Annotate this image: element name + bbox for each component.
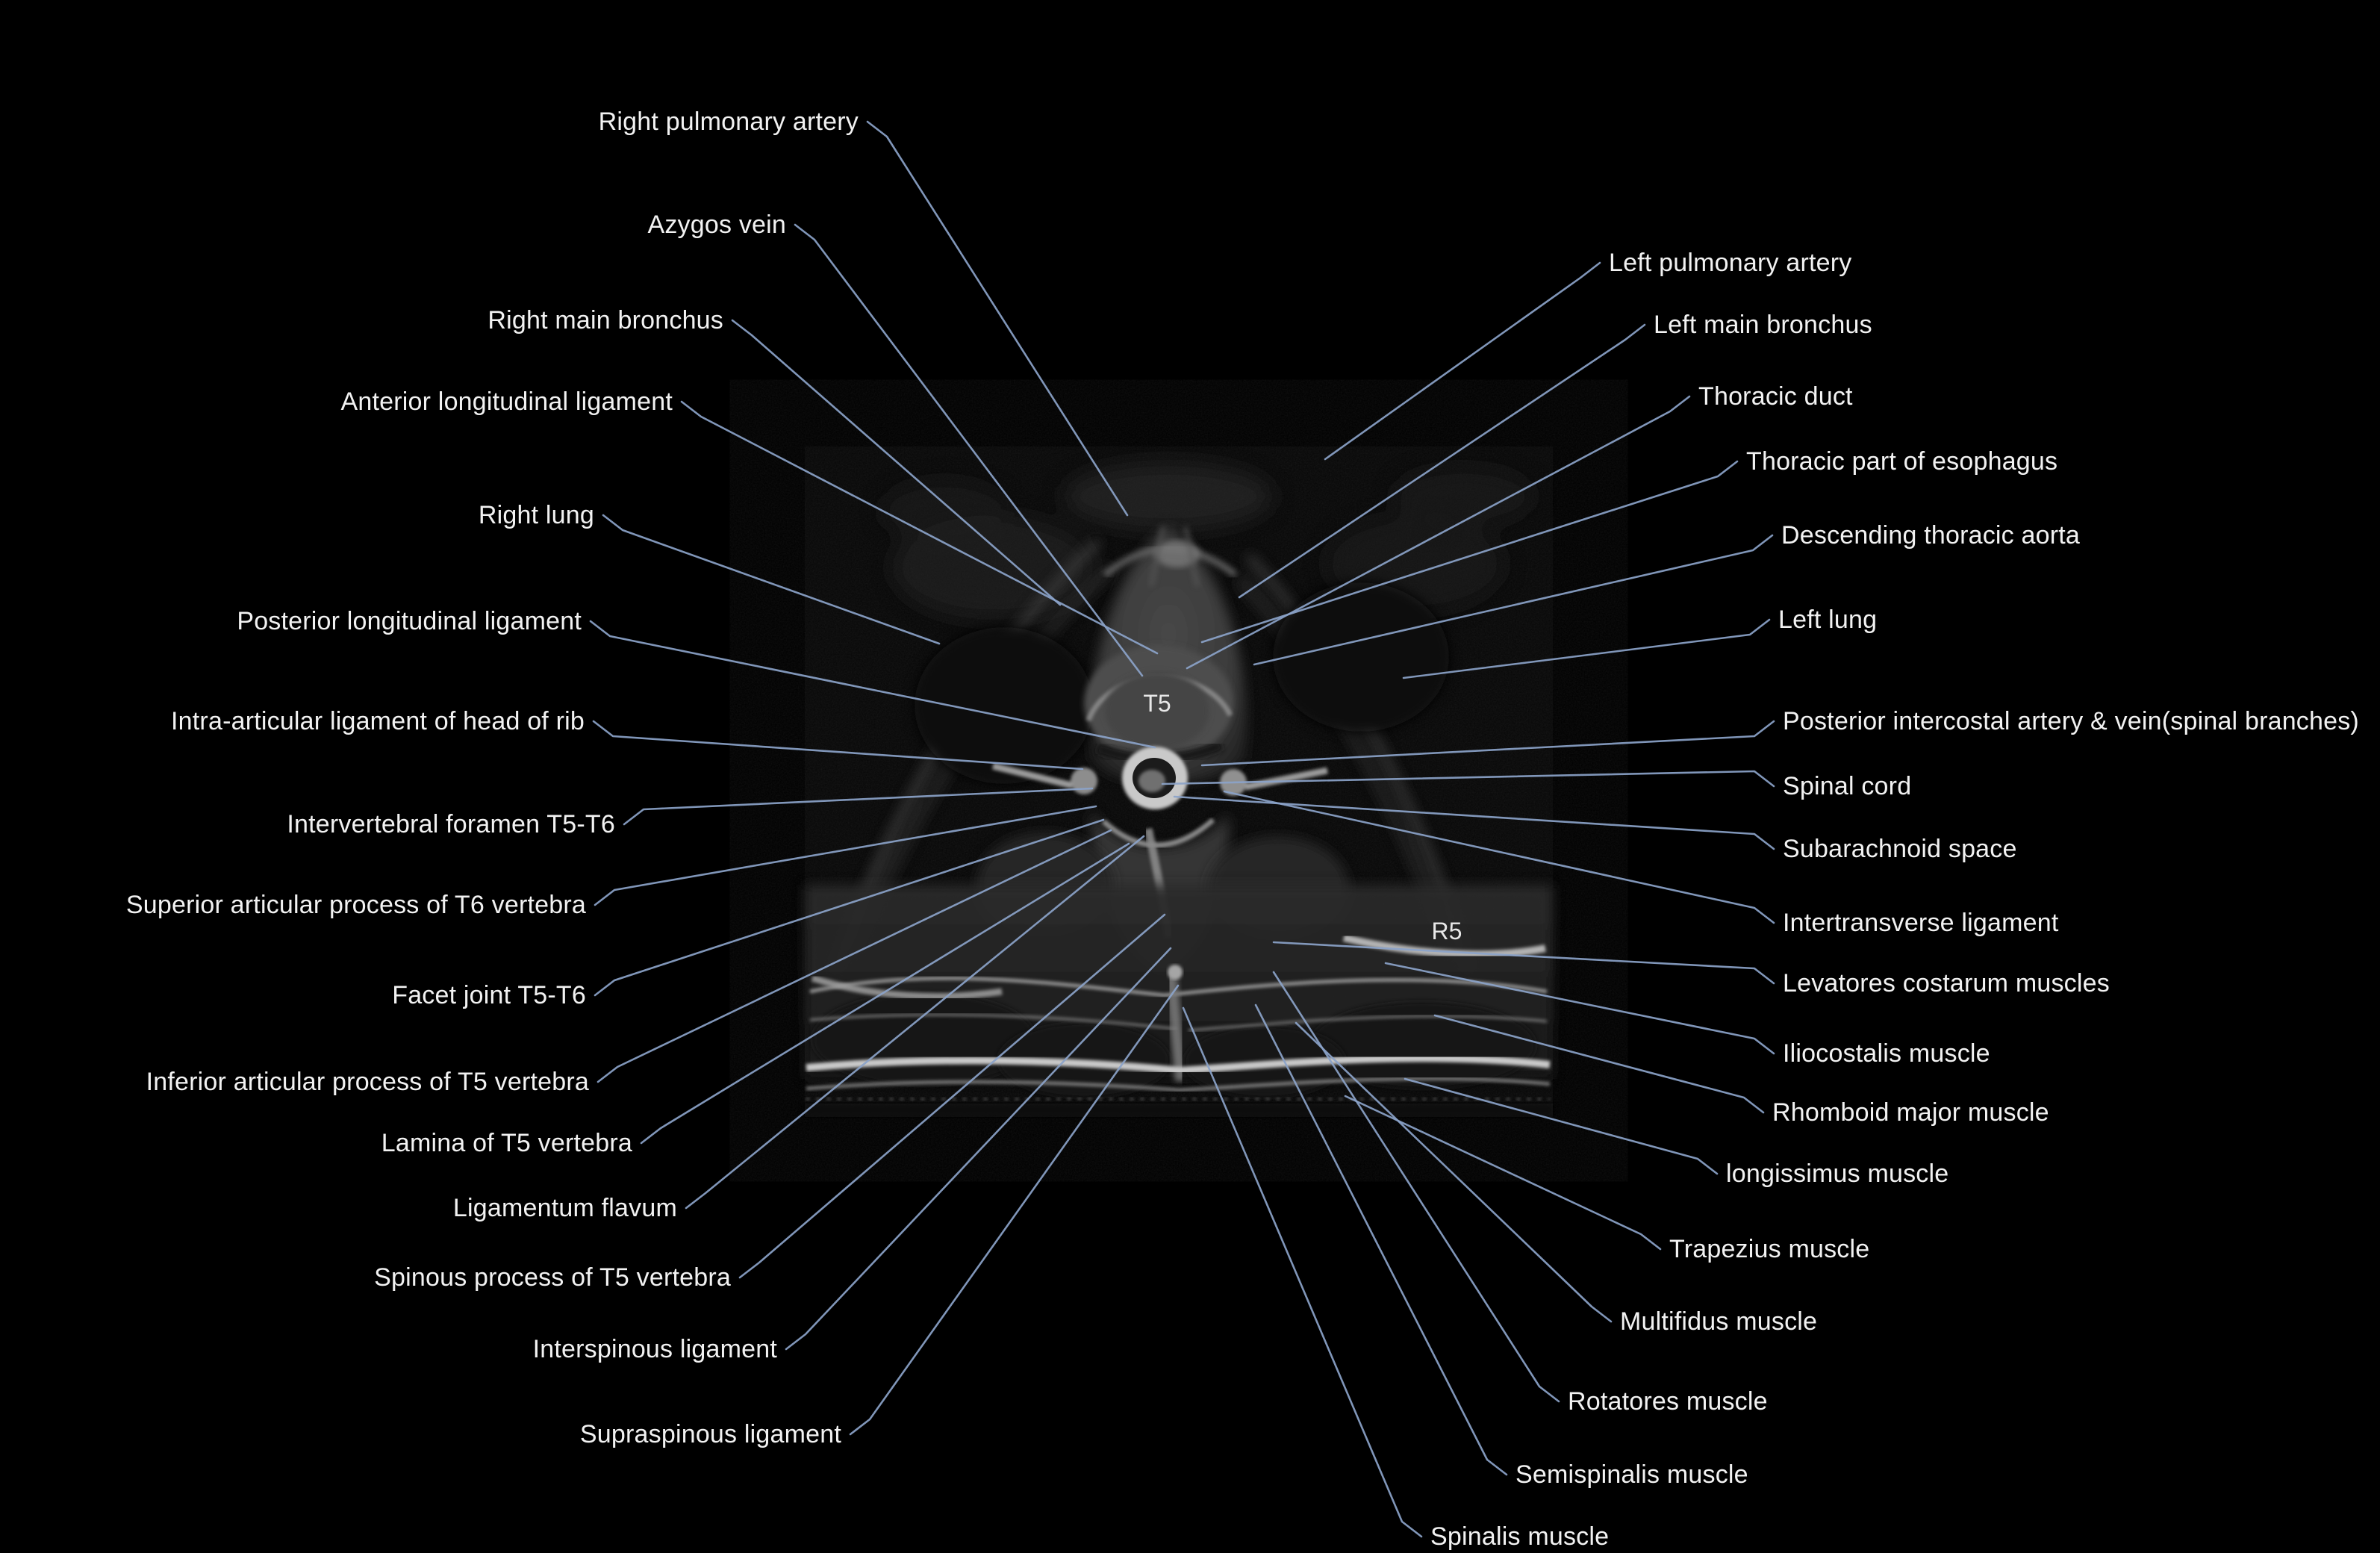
annotation-label: Thoracic part of esophagus (1746, 447, 2058, 476)
annotation-label: Inferior articular process of T5 vertebr… (146, 1068, 589, 1096)
annotation-label: Levatores costarum muscles (1783, 969, 2110, 998)
annotation-label: Spinous process of T5 vertebra (374, 1263, 731, 1292)
annotation-label: Semispinalis muscle (1515, 1460, 1748, 1489)
annotation-label: Azygos vein (647, 211, 786, 239)
vertebra-level-label: T5 (1143, 690, 1171, 717)
annotation-label: Thoracic duct (1698, 382, 1853, 411)
annotation-label: Rhomboid major muscle (1772, 1098, 2049, 1127)
annotation-label: Trapezius muscle (1669, 1235, 1870, 1263)
annotation-label: Subarachnoid space (1783, 835, 2017, 863)
annotation-label: Right lung (478, 501, 594, 529)
annotation-label: Supraspinous ligament (579, 1420, 841, 1448)
annotation-label: Posterior longitudinal ligament (237, 607, 582, 635)
annotation-label: Spinalis muscle (1430, 1522, 1610, 1551)
annotation-label: Intervertebral foramen T5-T6 (287, 810, 615, 838)
annotation-label: Intertransverse ligament (1783, 909, 2059, 937)
annotation-label: Right pulmonary artery (598, 108, 859, 136)
annotation-label: longissimus muscle (1726, 1160, 1949, 1188)
annotation-label: Interspinous ligament (532, 1335, 777, 1363)
annotation-label: Descending thoracic aorta (1781, 521, 2081, 550)
annotation-label: Anterior longitudinal ligament (340, 388, 673, 416)
annotation-label: Superior articular process of T6 vertebr… (125, 891, 586, 919)
annotation-label: Intra-articular ligament of head of rib (171, 707, 585, 735)
rib-level-label: R5 (1431, 918, 1462, 944)
annotation-label: Lamina of T5 vertebra (381, 1129, 632, 1157)
annotation-label: Rotatores muscle (1568, 1387, 1768, 1416)
annotation-label: Facet joint T5-T6 (392, 981, 586, 1009)
annotation-label: Left main bronchus (1654, 311, 1872, 339)
annotation-label: Left pulmonary artery (1609, 249, 1852, 277)
annotation-label: Posterior intercostal artery & vein(spin… (1783, 707, 2359, 735)
annotation-label: Left lung (1778, 606, 1878, 634)
annotation-label: Right main bronchus (487, 306, 723, 334)
annotation-label: Iliocostalis muscle (1783, 1039, 1990, 1068)
annotation-label: Spinal cord (1783, 772, 1912, 800)
annotation-label: Ligamentum flavum (452, 1194, 677, 1222)
annotation-label: Multifidus muscle (1620, 1307, 1818, 1336)
